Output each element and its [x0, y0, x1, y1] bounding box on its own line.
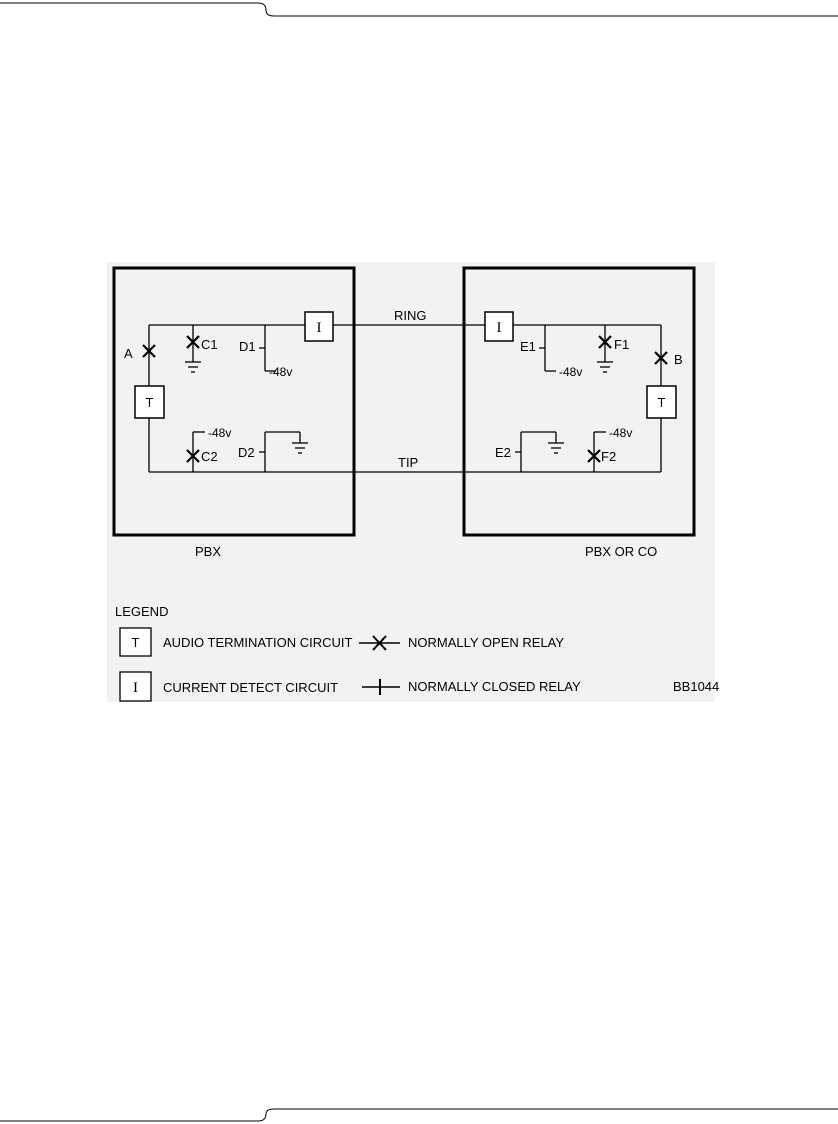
relay-c1-mark — [186, 335, 200, 349]
current-detect-symbol-right: I — [497, 320, 502, 336]
legend-current-detect-symbol: I — [133, 680, 138, 696]
legend-termination-symbol: T — [132, 635, 140, 650]
diagram-labels: RING TIP A C1 D1 -48v -48v C2 D2 E1 -48v… — [124, 308, 719, 694]
relay-a-label: A — [124, 346, 133, 361]
termination-box-left — [134, 385, 165, 419]
voltage-e1: -48v — [559, 365, 582, 379]
voltage-c2: -48v — [208, 426, 231, 440]
relay-f2-mark — [587, 449, 601, 463]
legend: LEGEND T AUDIO TERMINATION CIRCUIT I CUR… — [115, 604, 581, 702]
termination-box-right — [646, 385, 677, 419]
relay-d1-label: D1 — [239, 339, 256, 354]
termination-symbol-left: T — [146, 395, 154, 410]
current-detect-box-left — [304, 311, 334, 342]
tip-label: TIP — [398, 455, 418, 470]
current-detect-box-right — [484, 311, 514, 342]
ring-label: RING — [394, 308, 427, 323]
relay-f2-label: F2 — [601, 449, 616, 464]
legend-termination-label: AUDIO TERMINATION CIRCUIT — [163, 635, 353, 650]
termination-symbol-right: T — [658, 395, 666, 410]
relay-a-mark — [142, 344, 156, 358]
relay-d2-label: D2 — [238, 445, 255, 460]
figure-id: BB1044 — [673, 679, 719, 694]
relay-f1-label: F1 — [614, 337, 629, 352]
relay-b-label: B — [674, 352, 683, 367]
footer-rule — [0, 1108, 838, 1122]
pbx-or-co-label: PBX OR CO — [585, 544, 657, 559]
relay-f1-mark — [598, 335, 612, 349]
legend-title: LEGEND — [115, 604, 168, 619]
header-rule — [0, 2, 838, 17]
voltage-f2: -48v — [609, 426, 632, 440]
diagram-background — [107, 262, 715, 702]
legend-open-relay-icon — [359, 635, 400, 651]
legend-open-relay-label: NORMALLY OPEN RELAY — [408, 635, 564, 650]
open-relay-marks — [142, 335, 668, 463]
current-detect-symbol-left: I — [317, 320, 322, 336]
relay-e1-label: E1 — [520, 339, 536, 354]
relay-c1-label: C1 — [201, 337, 218, 352]
relay-e2-label: E2 — [495, 445, 511, 460]
legend-current-detect-label: CURRENT DETECT CIRCUIT — [163, 680, 338, 695]
pbx-label: PBX — [195, 544, 221, 559]
relay-b-mark — [654, 351, 668, 365]
legend-current-detect-box — [119, 671, 152, 702]
components: T T I I — [134, 311, 677, 419]
legend-termination-box — [119, 627, 152, 657]
voltage-d1: -48v — [269, 365, 292, 379]
relay-c2-mark — [186, 449, 200, 463]
wiring — [148, 324, 662, 473]
pbx-box — [112, 266, 356, 537]
relay-c2-label: C2 — [201, 449, 218, 464]
legend-closed-relay-icon — [362, 679, 400, 695]
legend-closed-relay-label: NORMALLY CLOSED RELAY — [408, 679, 581, 694]
pbx-or-co-box — [462, 266, 696, 537]
